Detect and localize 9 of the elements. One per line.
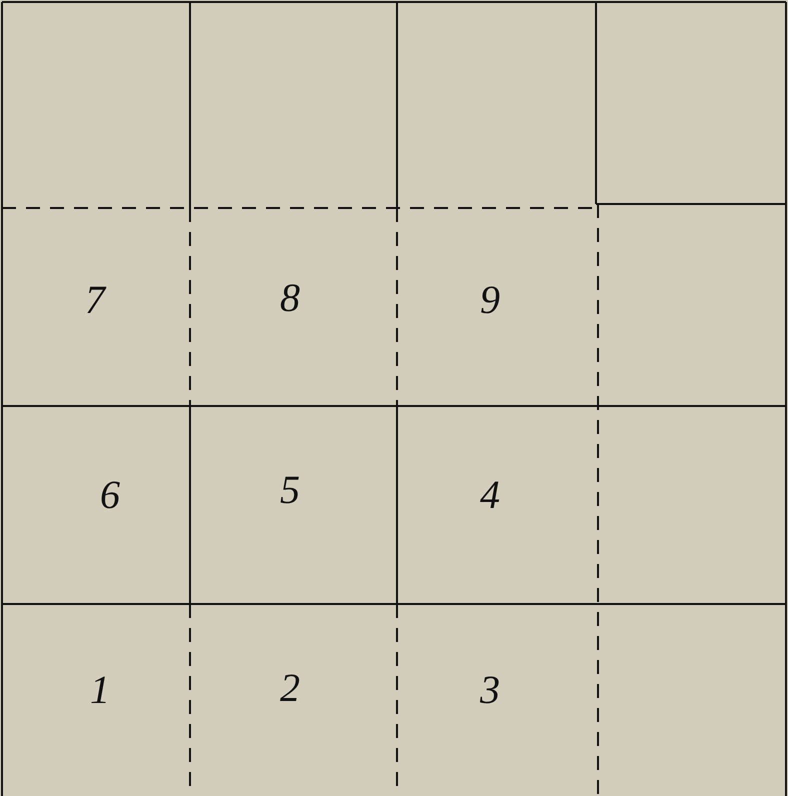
cell-number: 9 [480,280,500,320]
cell-number: 4 [480,475,500,515]
cell-number: 3 [480,670,500,710]
cell-number: 6 [100,475,120,515]
cell-number: 1 [90,670,110,710]
cell-number: 5 [280,470,300,510]
cell-number: 7 [85,280,105,320]
cell-number: 8 [280,278,300,318]
cell-number: 2 [280,668,300,708]
